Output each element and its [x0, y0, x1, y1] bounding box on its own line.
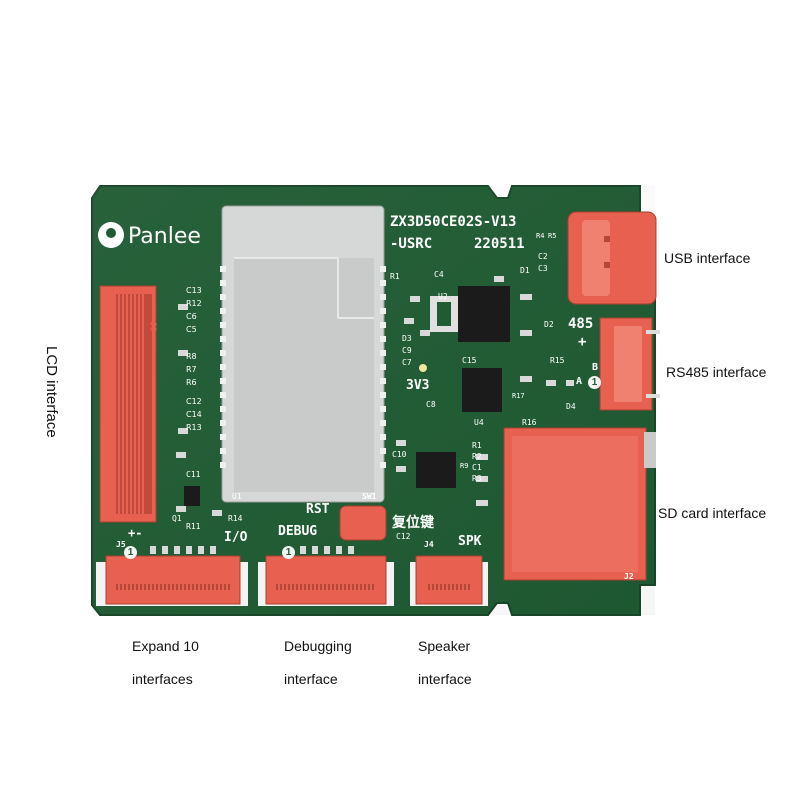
rs485-connector	[599, 317, 660, 411]
designator-r1: R1	[390, 272, 400, 281]
label-spk: SPK	[458, 534, 482, 549]
date-code: 220511	[474, 236, 525, 252]
designator-c12b: C12	[396, 532, 411, 541]
label-reset-cn: 复位键	[392, 515, 434, 531]
label-sw1: SW1	[362, 492, 377, 501]
designator-r5: R5	[548, 232, 557, 240]
chip-soic	[416, 452, 456, 488]
callout-usb: USB interface	[664, 250, 751, 266]
callout-speaker: Speaker interface	[418, 630, 472, 696]
designator-c15: C15	[462, 356, 477, 365]
pin1-marker-rs485: 1	[588, 376, 601, 389]
designator-d3: D3	[402, 334, 412, 343]
esp-module	[220, 205, 386, 503]
label-rst: RST	[306, 502, 330, 517]
label-485: 485	[568, 316, 594, 332]
callout-expand-line2: interfaces	[132, 671, 193, 687]
label-j2: J2	[624, 572, 634, 581]
chip-u4	[462, 368, 502, 412]
model-line-1: ZX3D50CE02S-V13	[390, 214, 517, 230]
designator-d2: D2	[544, 320, 554, 329]
lcd-fpc-connector	[99, 285, 157, 523]
designator-r11: R11	[186, 522, 201, 531]
designator-c8: C8	[426, 400, 436, 409]
designator-c11: C11	[186, 470, 201, 479]
callout-speaker-line1: Speaker	[418, 638, 471, 654]
label-io: I/O	[224, 530, 248, 545]
designator-r16: R16	[522, 418, 537, 427]
callout-debug-line1: Debugging	[284, 638, 352, 654]
label-plus: +	[578, 334, 587, 350]
usb-c-connector	[567, 211, 657, 305]
label-j4: J4	[424, 540, 434, 549]
sd-card-slot	[503, 427, 656, 581]
designator-c4: C4	[434, 270, 444, 279]
designator-u1: U1	[232, 492, 242, 501]
designator-r14: R14	[228, 514, 243, 523]
designator-d1: D1	[520, 266, 530, 275]
pin1-marker-expand: 1	[124, 546, 137, 559]
label-j5: J5	[116, 540, 126, 549]
label-3v3: 3V3	[406, 378, 430, 393]
speaker-connector	[410, 555, 488, 606]
label-b: B	[592, 362, 599, 373]
label-j6: J6	[148, 321, 158, 332]
callout-speaker-line2: interface	[418, 671, 472, 687]
callout-lcd: LCD interface	[43, 346, 60, 438]
designator-u2: U2	[438, 292, 448, 301]
designator-c10: C10	[392, 450, 407, 459]
callout-expand-line1: Expand 10	[132, 638, 199, 654]
designator-r17: R17	[512, 392, 525, 400]
label-io-pol: +-	[128, 526, 143, 540]
callout-rs485: RS485 interface	[666, 364, 767, 380]
designator-c2: C2	[538, 252, 548, 261]
transistor-q1	[184, 486, 200, 506]
designator-c9: C9	[402, 346, 412, 355]
callout-debug: Debugging interface	[284, 630, 352, 696]
label-debug: DEBUG	[278, 524, 318, 539]
designator-q1: Q1	[172, 514, 182, 523]
designator-r4: R4	[536, 232, 545, 240]
callout-expand: Expand 10 interfaces	[132, 630, 199, 696]
panlee-logo	[98, 222, 124, 248]
pin1-marker-debug: 1	[282, 546, 295, 559]
designator-c7: C7	[402, 358, 412, 367]
label-a: A	[576, 376, 583, 387]
designator-r9: R9	[460, 462, 469, 470]
brand-text: Panlee	[128, 224, 201, 249]
reset-button[interactable]	[339, 505, 387, 541]
voltage-regulator	[430, 286, 510, 342]
expand-io-connector	[96, 555, 248, 606]
debug-connector	[258, 555, 394, 606]
power-led	[419, 364, 427, 372]
designator-c3: C3	[538, 264, 548, 273]
designator-d4: D4	[566, 402, 576, 411]
designator-r15: R15	[550, 356, 565, 365]
callout-debug-line2: interface	[284, 671, 338, 687]
callout-sd: SD card interface	[658, 505, 767, 521]
passives	[176, 276, 574, 516]
designator-u4: U4	[474, 418, 484, 427]
model-line-2: -USRC	[390, 236, 433, 252]
